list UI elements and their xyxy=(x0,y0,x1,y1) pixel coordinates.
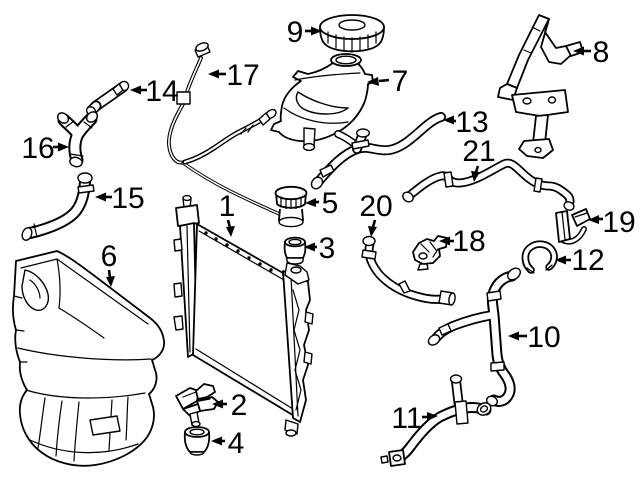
callout-13-arrowhead xyxy=(443,115,454,125)
callout-11-arrowhead xyxy=(427,412,438,421)
callout-16-arrowhead xyxy=(58,142,69,152)
callout-20-arrowhead xyxy=(368,226,377,237)
radiator-drawing xyxy=(173,194,314,437)
callout-21-number: 21 xyxy=(462,135,495,168)
callout-5-arrowhead xyxy=(305,198,316,207)
callout-3-arrowhead xyxy=(304,242,315,252)
callout-9-number: 9 xyxy=(287,16,304,49)
callout-4-number: 4 xyxy=(228,427,245,460)
overflow-hose-drawing xyxy=(310,112,446,190)
callout-20: 20 xyxy=(359,190,393,237)
heater-hose-drawing xyxy=(402,158,575,211)
callout-9-arrowhead xyxy=(311,26,322,36)
callout-18: 18 xyxy=(439,225,486,258)
callout-14: 14 xyxy=(130,75,179,108)
callout-13-number: 13 xyxy=(455,106,488,139)
callout-3: 3 xyxy=(304,232,335,265)
callout-4-arrowhead xyxy=(211,436,222,446)
air-baffle-drawing xyxy=(12,250,165,467)
callout-20-number: 20 xyxy=(359,190,392,223)
hose-bracket-drawing xyxy=(412,235,448,271)
callout-21-arrow xyxy=(474,165,480,173)
callout-6-number: 6 xyxy=(101,240,118,273)
callout-15-arrowhead xyxy=(95,192,106,202)
callout-16: 16 xyxy=(21,132,69,165)
callout-6: 6 xyxy=(101,240,118,287)
ribbed-plug-drawing xyxy=(274,185,308,228)
lower-bracket-drawing xyxy=(175,383,219,428)
callout-9: 9 xyxy=(287,16,322,49)
rubber-mount-drawing xyxy=(183,426,211,456)
callout-14-number: 14 xyxy=(145,75,178,108)
callout-19: 19 xyxy=(588,206,636,239)
callout-16-number: 16 xyxy=(21,132,54,165)
lower-radiator-hose-drawing xyxy=(427,267,522,407)
callout-7-arrow xyxy=(378,78,390,83)
callout-18-number: 18 xyxy=(452,225,485,258)
reservoir-cap-drawing xyxy=(319,14,385,53)
callout-5-number: 5 xyxy=(322,187,339,220)
callout-10-number: 10 xyxy=(527,321,560,354)
callout-20-arrow xyxy=(371,219,377,228)
callout-18-arrowhead xyxy=(439,236,450,246)
radiator-hose-drawing xyxy=(380,374,492,467)
callout-12: 12 xyxy=(555,244,605,277)
vent-line-drawing xyxy=(167,42,294,227)
bleed-hose-drawing xyxy=(361,235,456,306)
callout-15-number: 15 xyxy=(111,182,144,215)
callout-11-number: 11 xyxy=(391,402,422,435)
callout-4: 4 xyxy=(211,427,244,460)
connector-hose-drawing xyxy=(85,80,130,116)
callout-17: 17 xyxy=(208,59,260,92)
callout-12-number: 12 xyxy=(571,244,604,277)
callout-7-arrowhead xyxy=(367,77,379,86)
callout-11: 11 xyxy=(391,402,438,435)
callout-17-arrowhead xyxy=(208,69,219,79)
callout-1-arrowhead xyxy=(226,226,235,237)
callout-7: 7 xyxy=(367,65,408,98)
callout-2-number: 2 xyxy=(231,389,248,422)
callout-10: 10 xyxy=(508,321,561,354)
callout-1-number: 1 xyxy=(219,190,236,223)
elbow-hose-drawing xyxy=(21,172,95,241)
callout-1: 1 xyxy=(219,190,236,237)
callout-14-arrowhead xyxy=(130,85,141,95)
callout-21: 21 xyxy=(462,135,496,182)
callout-19-number: 19 xyxy=(602,206,635,239)
retaining-clip-drawing xyxy=(555,208,591,245)
callout-2-arrowhead xyxy=(212,399,223,409)
mounting-bracket-drawing xyxy=(497,14,584,159)
callout-12-arrowhead xyxy=(555,255,566,265)
callout-8-number: 8 xyxy=(593,36,610,69)
grommet-drawing xyxy=(283,236,307,265)
callout-3-number: 3 xyxy=(319,232,336,265)
callout-17-number: 17 xyxy=(226,59,259,92)
callout-15: 15 xyxy=(95,182,145,215)
callout-5: 5 xyxy=(305,187,338,220)
callout-19-arrowhead xyxy=(588,215,599,224)
callout-6-arrowhead xyxy=(106,276,115,287)
callout-8: 8 xyxy=(573,36,609,69)
expansion-tank-drawing xyxy=(270,53,374,152)
y-connector-hose-drawing xyxy=(56,111,99,168)
callout-10-arrowhead xyxy=(508,331,519,341)
callout-2: 2 xyxy=(212,389,247,422)
callout-8-arrowhead xyxy=(573,46,584,56)
hose-clamp-drawing xyxy=(521,240,558,274)
callout-13: 13 xyxy=(443,106,489,139)
callout-21-arrowhead xyxy=(471,171,480,182)
callout-7-number: 7 xyxy=(392,65,409,98)
